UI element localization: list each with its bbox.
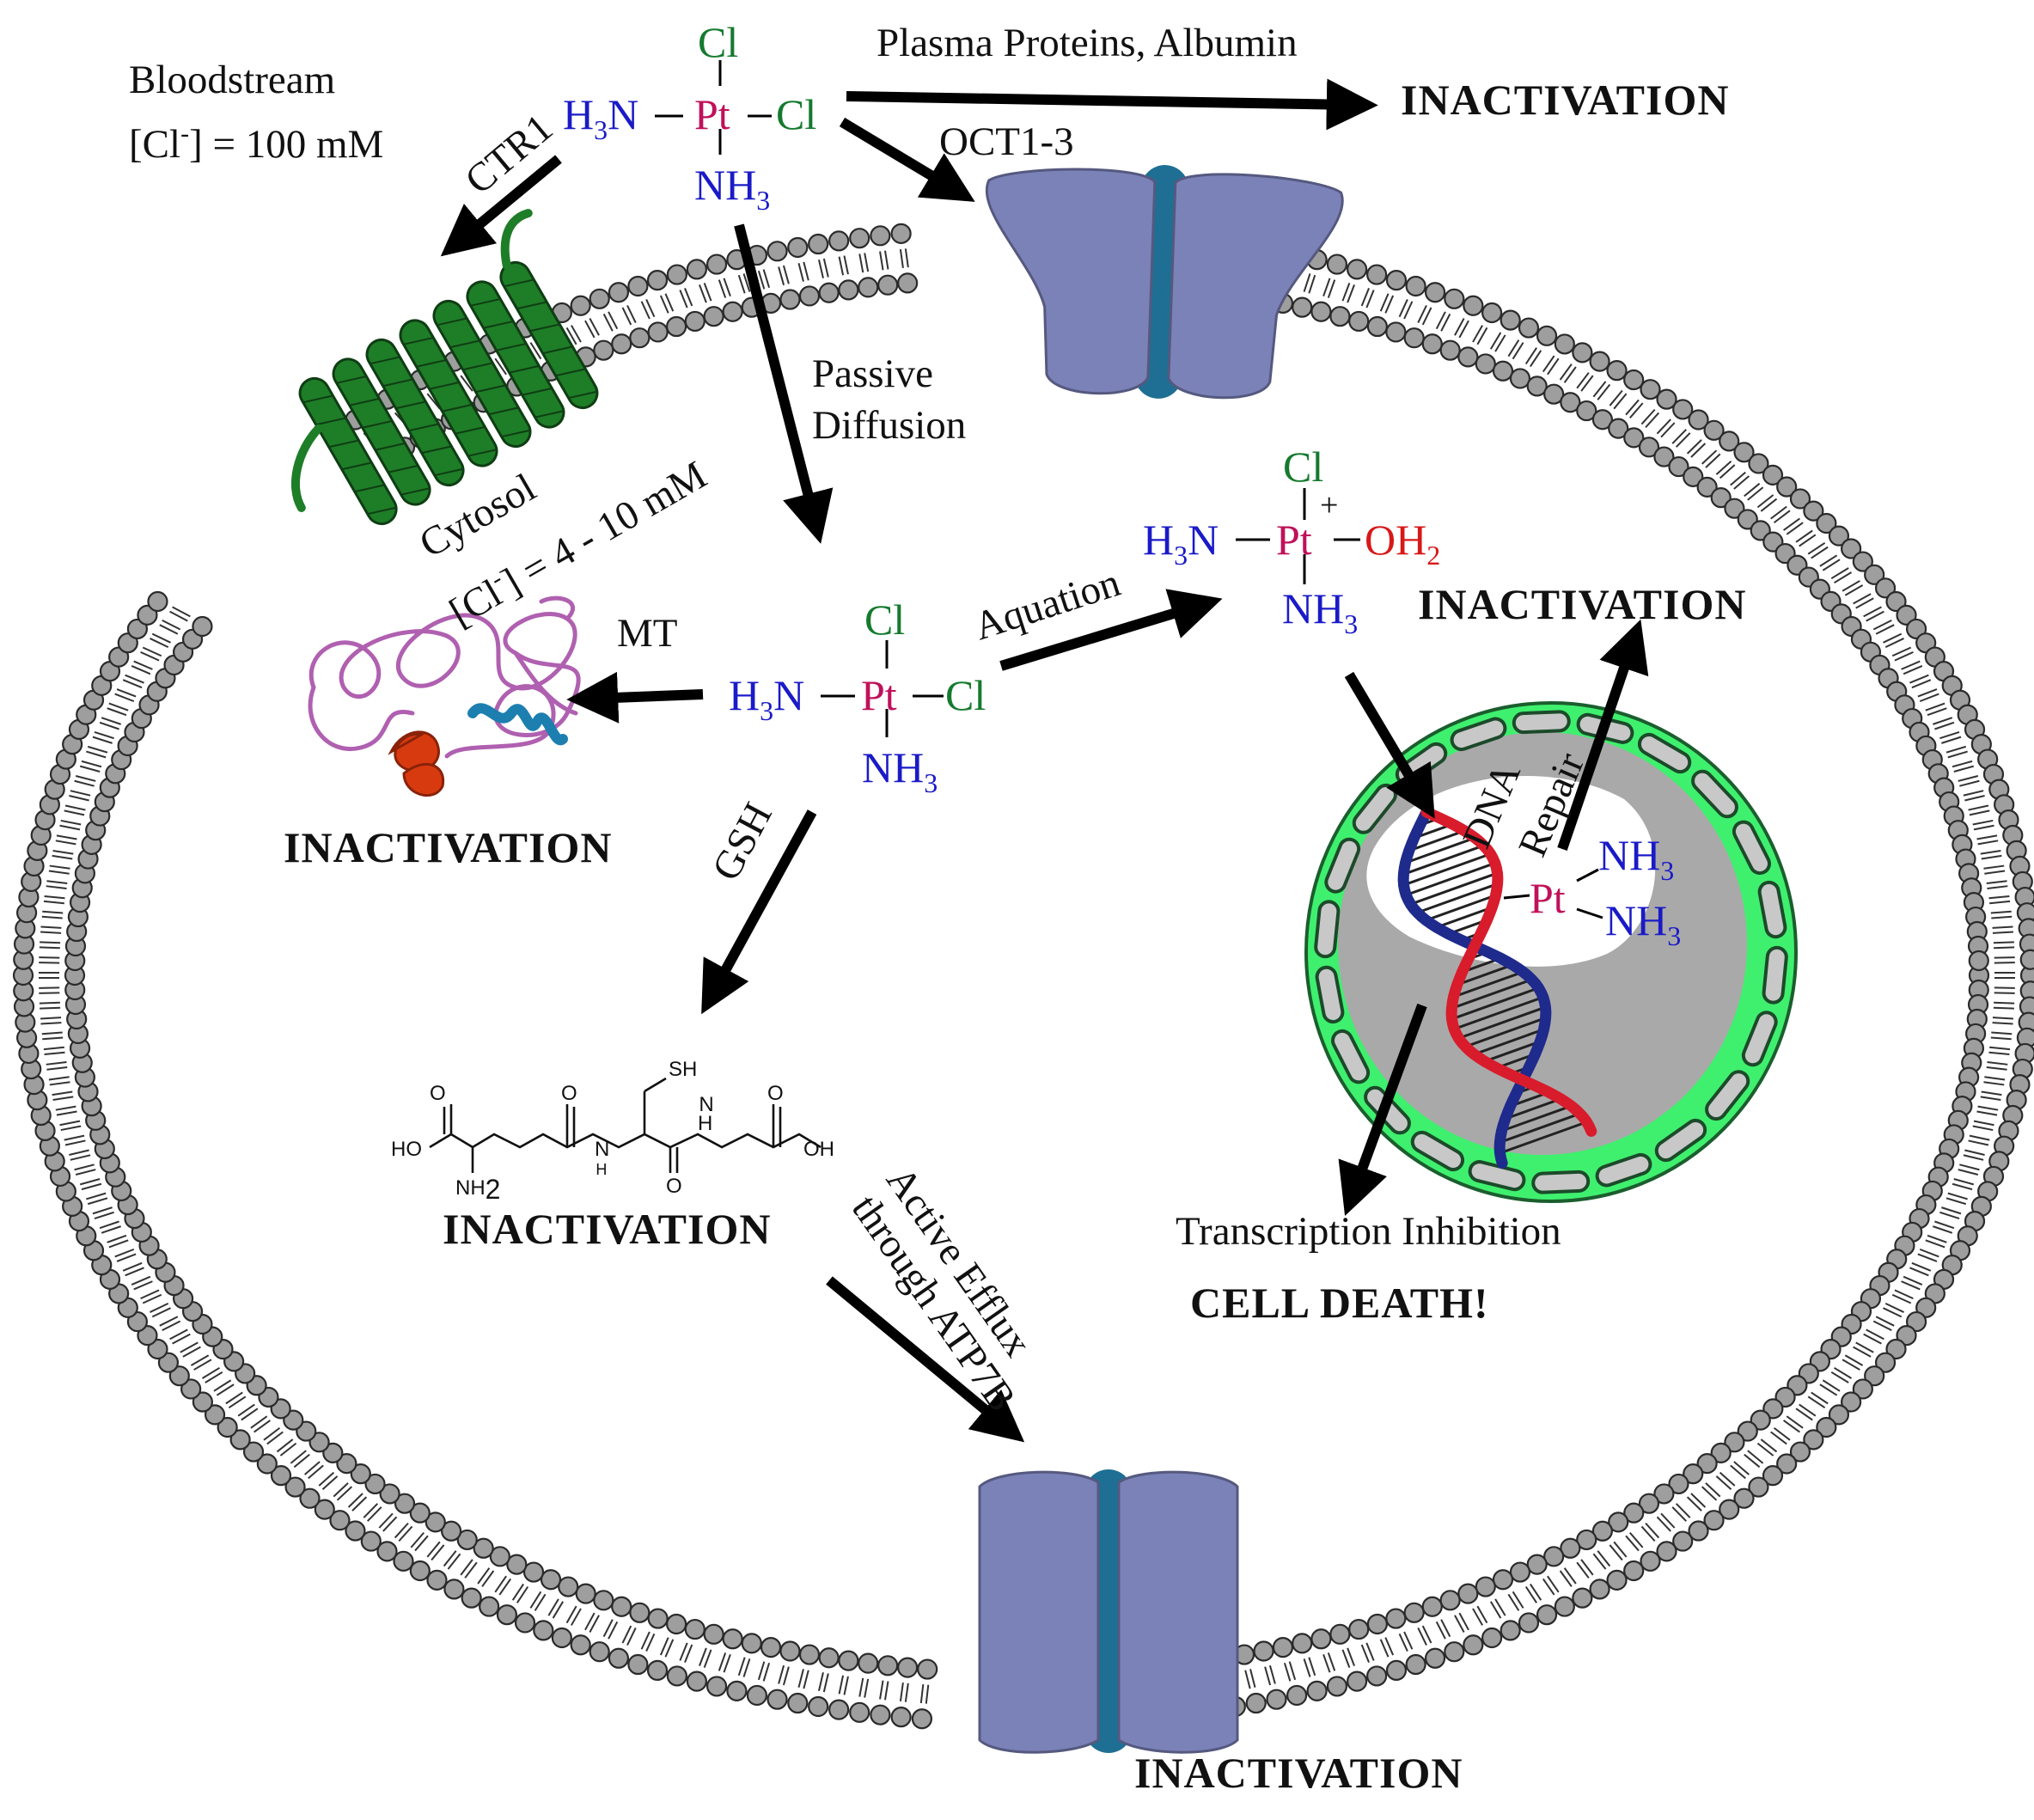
nh3-bottom: NH3 [862,743,938,798]
inactivation-dna-repair: INACTIVATION [1418,580,1746,628]
inactivation-gsh: INACTIVATION [443,1205,771,1253]
ctr1-transporter-icon [291,209,599,526]
h3n-left: H3N [1143,516,1219,571]
cisplatin-cytosol: Cl Pt H3N Cl NH3 [729,595,986,798]
gsh-nh2: NH2 [455,1174,500,1205]
cytosol-chloride-label: [Cl-] = 4 - 10 mM [441,450,714,635]
arrow-gsh [701,809,817,1015]
cl-right: Cl [776,90,816,138]
arrow-mt [566,671,704,724]
gsh-sh: SH [669,1058,697,1081]
cisplatin-bloodstream: Cl Pt H3N Cl NH3 [563,18,816,216]
cl-right: Cl [945,671,986,719]
arrow-oct [839,117,975,202]
pt-center: Pt [861,671,897,719]
pt-center: Pt [1276,516,1312,564]
glutathione-structure [429,1077,822,1173]
mt-label: MT [617,611,678,656]
cl-top: Cl [864,595,905,644]
dna-helix-icon [1397,806,1597,1170]
pt-dna-adduct: Pt NH3 NH3 [1503,831,1681,951]
arrow-ctr1 [440,155,562,257]
nh3-bottom: NH3 [694,161,770,216]
gsh-nh-2: HN [698,1093,714,1135]
pt-center: Pt [1530,874,1566,922]
arrow-dna-repair [1557,619,1649,851]
cell-death-label: CELL DEATH! [1190,1279,1489,1327]
arrow-transcription [1338,1003,1427,1217]
inactivation-mt: INACTIVATION [284,823,612,871]
nh3-bottom: NH3 [1282,584,1358,639]
cl-top: Cl [698,18,738,66]
oh2-right: OH2 [1365,516,1440,571]
nucleus [1304,701,1798,1203]
nh3-lower: NH3 [1605,896,1681,951]
arrow-efflux [826,1276,1025,1443]
diffusion-label: Diffusion [812,403,966,448]
arrow-passive-diffusion [734,223,834,544]
gsh-o1: O [430,1082,446,1105]
metallothionein-protein-icon [308,595,581,797]
cl-top: Cl [1283,443,1323,491]
plasma-proteins-label: Plasma Proteins, Albumin [877,21,1298,65]
oct-label: OCT1-3 [939,119,1074,164]
gsh-oh: OH [803,1138,834,1161]
arrow-aquation [999,589,1223,671]
inactivation-efflux: INACTIVATION [1134,1749,1463,1797]
gsh-o2: O [561,1082,577,1105]
oct-channel-icon [986,165,1344,400]
h3n-left: H3N [563,90,638,145]
gsh-o4: O [767,1082,784,1105]
bloodstream-label: Bloodstream [129,58,335,102]
aquated-cisplatin: Cl + Pt H3N OH2 NH3 [1143,443,1440,639]
bloodstream-chloride-label: [Cl-] = 100 mM [129,119,383,167]
pt-center: Pt [694,90,730,138]
gsh-label: GSH [704,796,781,888]
inactivation-plasma: INACTIVATION [1401,76,1729,124]
plus-charge: + [1320,487,1338,523]
h3n-left: H3N [729,671,804,726]
nh3-upper: NH3 [1598,831,1674,886]
arrow-to-dna [1344,671,1435,819]
transcription-inhibition-label: Transcription Inhibition [1176,1209,1561,1254]
atp7b-channel-icon [978,1469,1239,1754]
gsh-o3: O [666,1175,682,1198]
ctr1-label: CTR1 [457,106,561,204]
gsh-ho: HO [391,1138,422,1161]
pathway-arrows [440,78,1649,1443]
arrow-plasma [846,78,1378,131]
passive-label: Passive [812,351,933,396]
